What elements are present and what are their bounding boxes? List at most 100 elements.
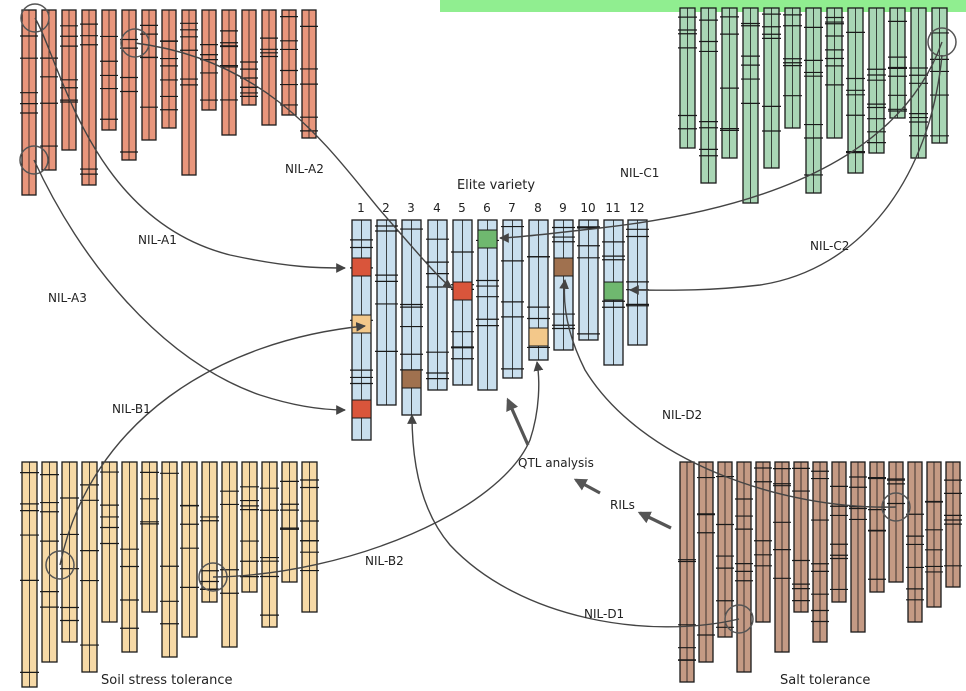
donor-group-d-chromosomes: [678, 461, 962, 683]
elite-chromosome-number: 3: [407, 201, 415, 215]
label-nil-b2: NIL-B2: [365, 554, 404, 568]
donor-b-chromosome-7: [140, 461, 159, 613]
elite-chromosome-2: [375, 219, 398, 406]
marker-nil-a2: [452, 281, 473, 301]
elite-chromosome-4: [426, 219, 449, 391]
donor-d-chromosome-2: [697, 461, 715, 663]
elite-chromosome-number: 2: [382, 201, 390, 215]
connector-nil-c2: [629, 54, 943, 295]
donor-d-chromosome-9: [830, 461, 848, 603]
donor-c-chromosome-8: [825, 7, 844, 139]
circle-b-left: [45, 550, 75, 580]
label-soil-stress-tolerance: Soil stress tolerance: [101, 673, 233, 688]
circle-d-low: [724, 604, 754, 634]
elite-chromosome-number: 5: [458, 201, 466, 215]
donor-d-chromosome-5: [754, 461, 772, 623]
label-nil-b1: NIL-B1: [112, 402, 151, 416]
donor-a-chromosome-5: [100, 9, 118, 131]
donor-b-chromosome-12: [240, 461, 259, 593]
elite-chromosome-number: 11: [605, 201, 620, 215]
donor-group-c-chromosomes: [678, 7, 949, 204]
donor-a-chromosome-15: [300, 9, 318, 139]
elite-chromosome-number: 9: [559, 201, 567, 215]
donor-c-chromosome-11: [888, 7, 907, 119]
label-nil-a3: NIL-A3: [48, 291, 87, 305]
donor-d-chromosome-7: [792, 461, 810, 613]
donor-b-chromosome-10: [200, 461, 219, 603]
marker-nil-c1: [477, 229, 498, 249]
circle-a-mid: [120, 28, 150, 58]
connector-nil-d2: [559, 279, 897, 508]
donor-c-chromosome-3: [720, 7, 739, 159]
donor-b-chromosome-8: [160, 461, 179, 658]
donor-a-chromosome-3: [60, 9, 78, 151]
donor-a-chromosome-4: [80, 9, 98, 186]
elite-chromosome-number: 1: [357, 201, 365, 215]
label-nil-c2: NIL-C2: [810, 239, 849, 253]
elite-chromosome-9: [552, 219, 575, 351]
donor-a-chromosome-6: [120, 9, 138, 161]
connector-nil-c1: [499, 41, 943, 243]
marker-nil-d2: [553, 257, 574, 277]
label-nil-d1: NIL-D1: [584, 607, 624, 621]
donor-b-chromosome-13: [260, 461, 279, 628]
connector-nil-b2: [212, 361, 544, 578]
donor-group-a-chromosomes: [20, 9, 318, 196]
arrow-to-qtl: [573, 478, 601, 495]
elite-chromosome-number: 7: [508, 201, 516, 215]
donor-c-chromosome-12: [909, 7, 928, 159]
donor-d-chromosome-4: [735, 461, 753, 673]
introgression-markers: [351, 229, 624, 419]
arrow-to-elite: [506, 397, 530, 446]
label-nil-a2: NIL-A2: [285, 162, 324, 176]
donor-d-chromosome-10: [849, 461, 867, 633]
marker-nil-d1: [401, 369, 422, 389]
donor-a-chromosome-14: [280, 9, 298, 116]
donor-b-chromosome-4: [80, 461, 99, 673]
label-nil-d2: NIL-D2: [662, 408, 702, 422]
donor-d-chromosome-14: [925, 461, 943, 608]
marker-nil-a1: [351, 257, 372, 277]
marker-nil-c2: [603, 281, 624, 301]
donor-d-chromosome-3: [716, 461, 734, 638]
elite-chromosome-3: [400, 219, 423, 416]
arrow-to-rils: [637, 511, 672, 530]
marker-nil-b2: [528, 327, 549, 347]
donor-b-chromosome-14: [280, 461, 299, 583]
donor-d-chromosome-6: [773, 461, 791, 653]
elite-chromosome-number: 6: [483, 201, 491, 215]
elite-chromosome-7: [501, 219, 524, 379]
elite-chromosome-10: [577, 219, 600, 341]
donor-group-b-chromosomes: [20, 461, 319, 688]
donor-a-chromosome-12: [240, 9, 258, 106]
selection-circles: [19, 3, 957, 634]
donor-c-chromosome-5: [762, 7, 781, 169]
connector-lines: [33, 17, 943, 628]
donor-b-chromosome-1: [20, 461, 39, 688]
donor-b-chromosome-2: [40, 461, 59, 663]
label-nil-c1: NIL-C1: [620, 166, 659, 180]
donor-a-chromosome-7: [140, 9, 158, 141]
donor-a-chromosome-13: [260, 9, 278, 126]
donor-c-chromosome-1: [678, 7, 697, 149]
donor-a-chromosome-11: [220, 9, 238, 136]
donor-a-chromosome-8: [160, 9, 178, 129]
elite-chromosome-5: [451, 219, 474, 386]
connector-nil-d1: [407, 414, 740, 628]
donor-d-chromosome-12: [887, 461, 905, 583]
elite-chromosome-number: 10: [580, 201, 595, 215]
elite-variety-title: Elite variety: [457, 178, 535, 193]
donor-c-chromosome-7: [804, 7, 823, 194]
elite-chromosome-12: [626, 219, 649, 346]
elite-chromosome-number: 8: [534, 201, 542, 215]
donor-c-chromosome-10: [867, 7, 886, 154]
circle-a-top: [20, 3, 50, 33]
connector-nil-a2: [134, 42, 453, 289]
donor-a-chromosome-2: [40, 9, 58, 171]
donor-b-chromosome-15: [300, 461, 319, 613]
donor-b-chromosome-6: [120, 461, 139, 653]
donor-a-chromosome-9: [180, 9, 198, 176]
circle-a-low: [19, 145, 49, 175]
donor-d-chromosome-15: [944, 461, 962, 588]
